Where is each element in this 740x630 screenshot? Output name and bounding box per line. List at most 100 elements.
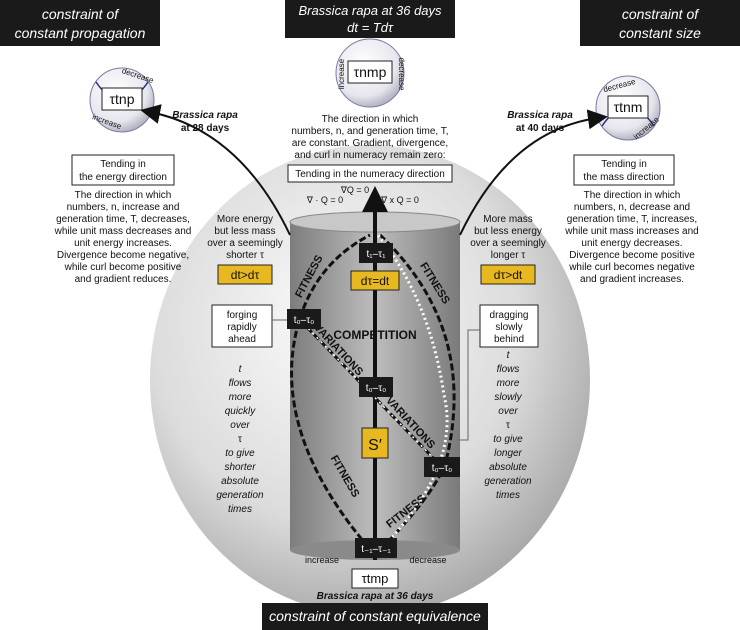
banner-top-left-line2: constant propagation [15, 25, 146, 41]
right-desc-3: generation time, T, increases, [567, 214, 697, 225]
banner-top-right-line2: constant size [619, 25, 701, 41]
numeracy-box-label: Tending in the numeracy direction [295, 169, 445, 180]
banner-top-left [0, 0, 160, 46]
node-left-label: t₀–τ₀ [294, 315, 315, 326]
eq-curl: ∇ x Q = 0 [380, 195, 419, 205]
left-flow-1: t [239, 364, 243, 375]
left-energy-1: More energy [217, 214, 273, 225]
left-flow-4: quickly [225, 406, 257, 417]
energy-box-2: the energy direction [79, 172, 167, 183]
banner-top-left-line1: constraint of [42, 6, 120, 22]
sphere-center-left: increase [337, 58, 346, 89]
left-desc-3: generation time, T, decreases, [56, 214, 190, 225]
right-flow-3: more [497, 378, 520, 389]
cylinder-increase: increase [305, 555, 339, 565]
right-mass-1: More mass [483, 214, 532, 225]
right-flow-6: τ [506, 420, 510, 431]
center-badge-label: dτ=dt [361, 274, 390, 288]
sphere-left-label: τtnp [110, 91, 135, 107]
mass-box [573, 154, 675, 186]
banner-bottom [262, 603, 488, 630]
right-desc-2: numbers, n, decrease and [574, 202, 690, 213]
left-energy-4: shorter τ [226, 250, 264, 261]
right-desc-8: and gradient increases. [580, 274, 684, 285]
bottom-sphere-caption: Brassica rapa at 36 days [317, 591, 434, 602]
central-axis-arrowhead [362, 186, 388, 212]
node-right-label: t₀–τ₀ [432, 463, 453, 474]
sphere-right: τtnm decrease increase [595, 75, 661, 141]
competition-label: COMPETITION [333, 328, 416, 342]
sphere-left: τtnp decrease increase [89, 66, 155, 133]
right-flow-1: t [507, 350, 511, 361]
center-text-2: numbers, n, and generation time, T, [291, 126, 448, 137]
left-desc-8: and gradient reduces. [75, 274, 172, 285]
s-prime-badge [361, 427, 389, 459]
banner-top-right [580, 0, 740, 46]
sphere-center-label: τnmp [354, 64, 387, 80]
banner-bottom-label: constraint of constant equivalence [269, 608, 481, 624]
right-flow-7: to give [493, 434, 523, 445]
center-text-4: and curl in numeracy remain zero: [294, 150, 445, 161]
left-flow-8: shorter [224, 462, 256, 473]
right-mass-3: over a seemingly [470, 238, 546, 249]
bottom-sphere-box [351, 568, 399, 589]
right-desc-1: The direction in which [584, 190, 681, 201]
left-desc-1: The direction in which [75, 190, 172, 201]
energy-box [71, 154, 175, 186]
sphere-left-caption-1: Brassica rapa [172, 110, 238, 121]
cylinder-decrease: decrease [409, 555, 446, 565]
dragging-connector [458, 329, 480, 441]
eq-divergence: ∇ · Q = 0 [306, 195, 343, 205]
arrow-to-right-sphere [459, 109, 608, 236]
node-middle [359, 377, 393, 397]
dragging-3: behind [494, 334, 524, 345]
bottom-sphere-label: τtmp [362, 571, 389, 586]
fitness-curve-right [373, 233, 456, 557]
right-flow-9: absolute [489, 462, 527, 473]
center-badge [350, 270, 400, 291]
forging-2: rapidly [227, 322, 256, 333]
sphere-center-right: decrease [397, 58, 406, 91]
left-description: The direction in which numbers, n, incre… [54, 190, 192, 285]
fitness-curve-right-inner [373, 234, 449, 557]
node-middle-label: t₀–τ₀ [366, 383, 387, 394]
left-desc-5: unit energy increases. [74, 238, 172, 249]
banner-top-center [285, 0, 455, 38]
left-desc-2: numbers, n, increase and [67, 202, 180, 213]
node-top [359, 243, 393, 263]
energy-box-1: Tending in [100, 159, 146, 170]
sphere-right-label: τtnm [614, 99, 643, 115]
right-flow-10: generation [484, 476, 532, 487]
left-flows-column: t flows more quickly over τ to give shor… [216, 364, 264, 515]
mass-box-1: Tending in [601, 159, 647, 170]
right-mass-4: longer τ [491, 250, 526, 261]
left-flow-10: generation [216, 490, 264, 501]
right-desc-7: while curl becomes negative [568, 262, 695, 273]
right-desc-6: Divergence become positive [569, 250, 695, 261]
forging-3: ahead [228, 334, 256, 345]
left-flow-3: more [229, 392, 252, 403]
sphere-left-caption-2: at 28 days [181, 123, 230, 134]
node-right [424, 457, 460, 477]
left-flow-5: over [230, 420, 250, 431]
left-flow-2: flows [229, 378, 252, 389]
right-desc-4: while unit mass increases and [564, 226, 698, 237]
node-bottom [355, 538, 397, 558]
right-flow-2: flows [497, 364, 520, 375]
left-badge [217, 264, 273, 285]
left-desc-7: while curl become positive [64, 262, 182, 273]
forging-1: forging [227, 310, 258, 321]
left-flow-7: to give [225, 448, 255, 459]
arrow-to-left-sphere [140, 104, 291, 236]
dragging-box [479, 304, 539, 348]
right-flow-4: slowly [494, 392, 522, 403]
mass-box-2: the mass direction [583, 172, 664, 183]
left-flow-11: times [228, 504, 252, 515]
right-mass-note: More mass but less energy over a seeming… [470, 214, 546, 261]
right-flow-5: over [498, 406, 518, 417]
center-text-1: The direction in which [322, 114, 419, 125]
numeracy-box [287, 164, 453, 183]
node-bottom-label: t₋₁–τ₋₁ [361, 544, 391, 555]
dragging-2: slowly [495, 322, 522, 333]
